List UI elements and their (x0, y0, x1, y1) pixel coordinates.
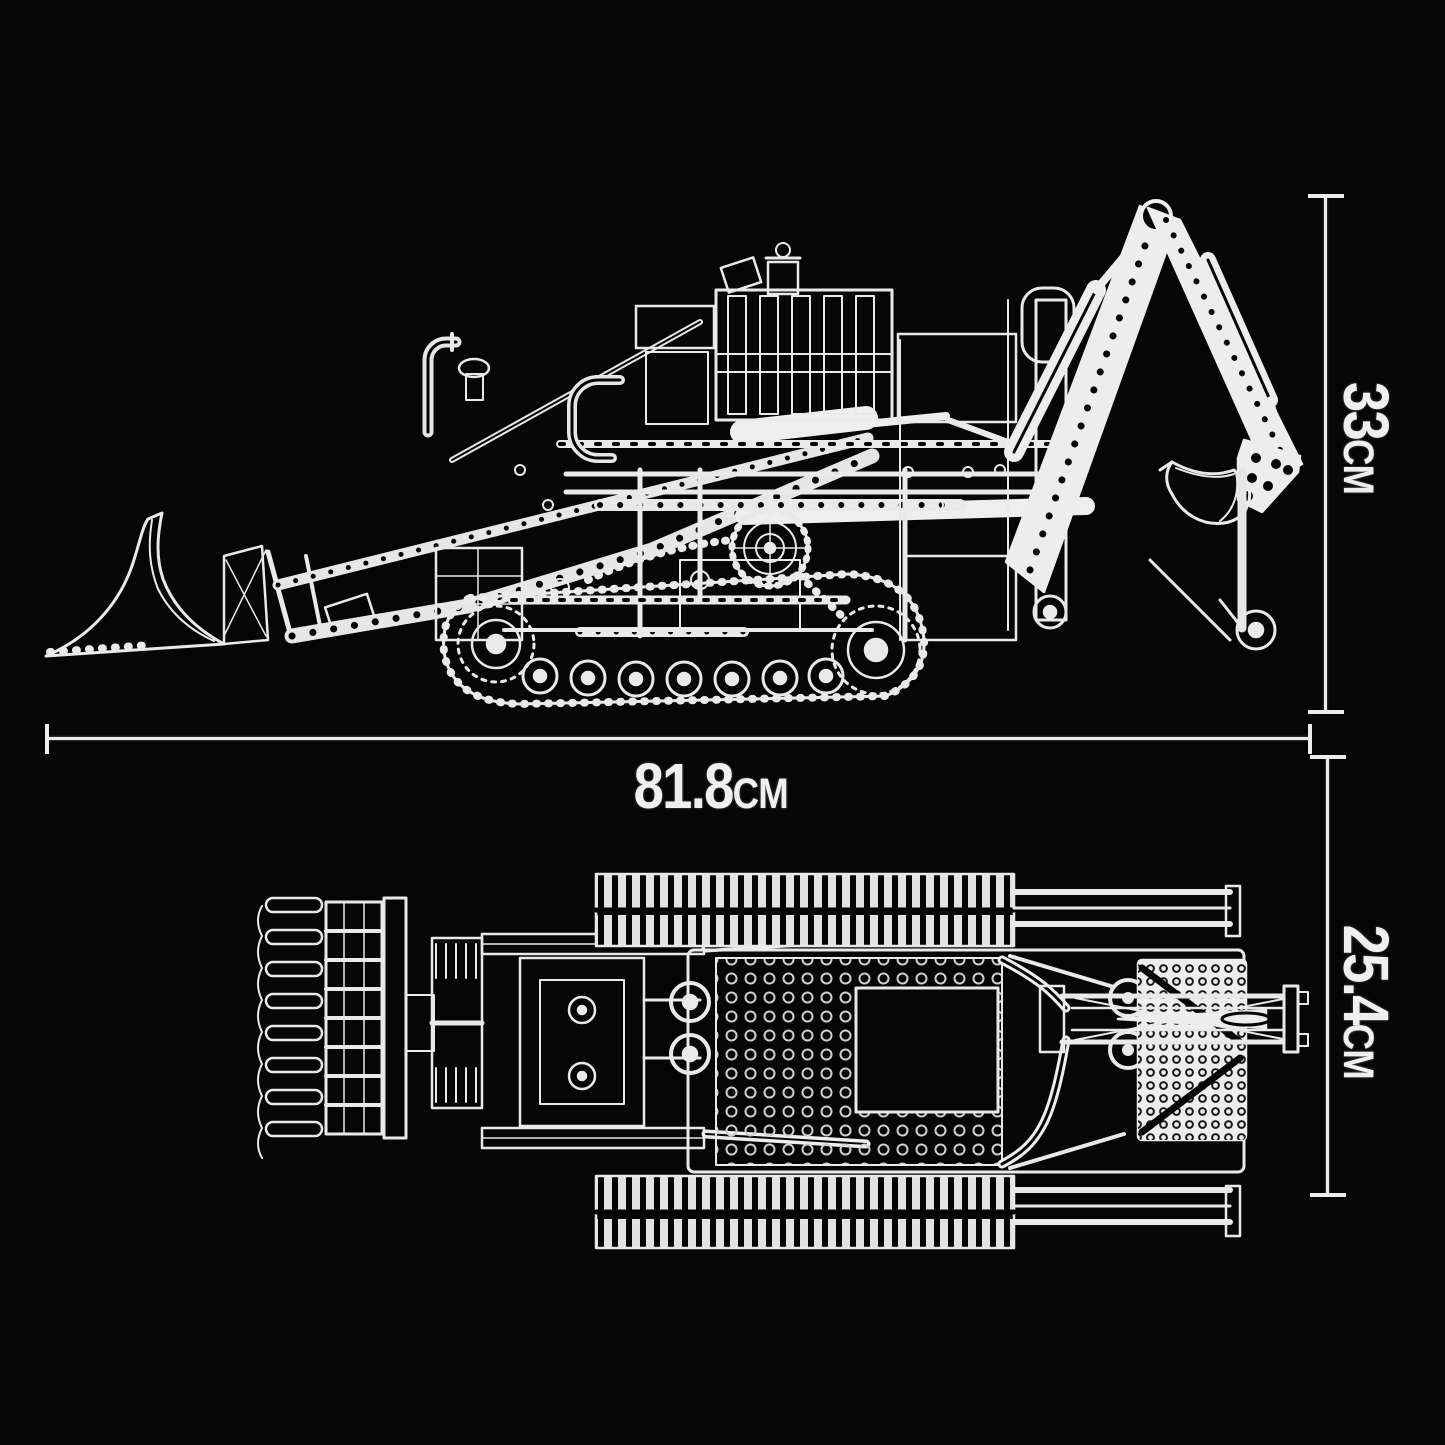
top-folded-backhoe-arm (1038, 984, 1309, 1054)
top-view-drawing (257, 872, 1309, 1250)
side-front-bucket (44, 511, 377, 658)
width-value: 25.4 (1330, 924, 1402, 1024)
width-dimension-line (1326, 757, 1329, 1195)
top-chassis (686, 884, 1248, 1238)
width-unit: CM (1334, 1023, 1382, 1080)
length-value: 81.8 (633, 750, 735, 822)
length-dimension-line (47, 737, 1310, 740)
top-track-bands (593, 872, 1017, 1250)
side-track-undercarriage (439, 467, 1277, 708)
length-unit: CM (732, 770, 789, 818)
height-dimension-line (1324, 196, 1327, 712)
top-front-bucket (257, 896, 485, 1159)
side-view-drawing (44, 199, 1304, 708)
height-value: 33 (1330, 381, 1402, 439)
side-backhoe-arm (1004, 199, 1304, 594)
height-unit: CM (1334, 438, 1382, 495)
side-loader-arm (272, 319, 1095, 644)
